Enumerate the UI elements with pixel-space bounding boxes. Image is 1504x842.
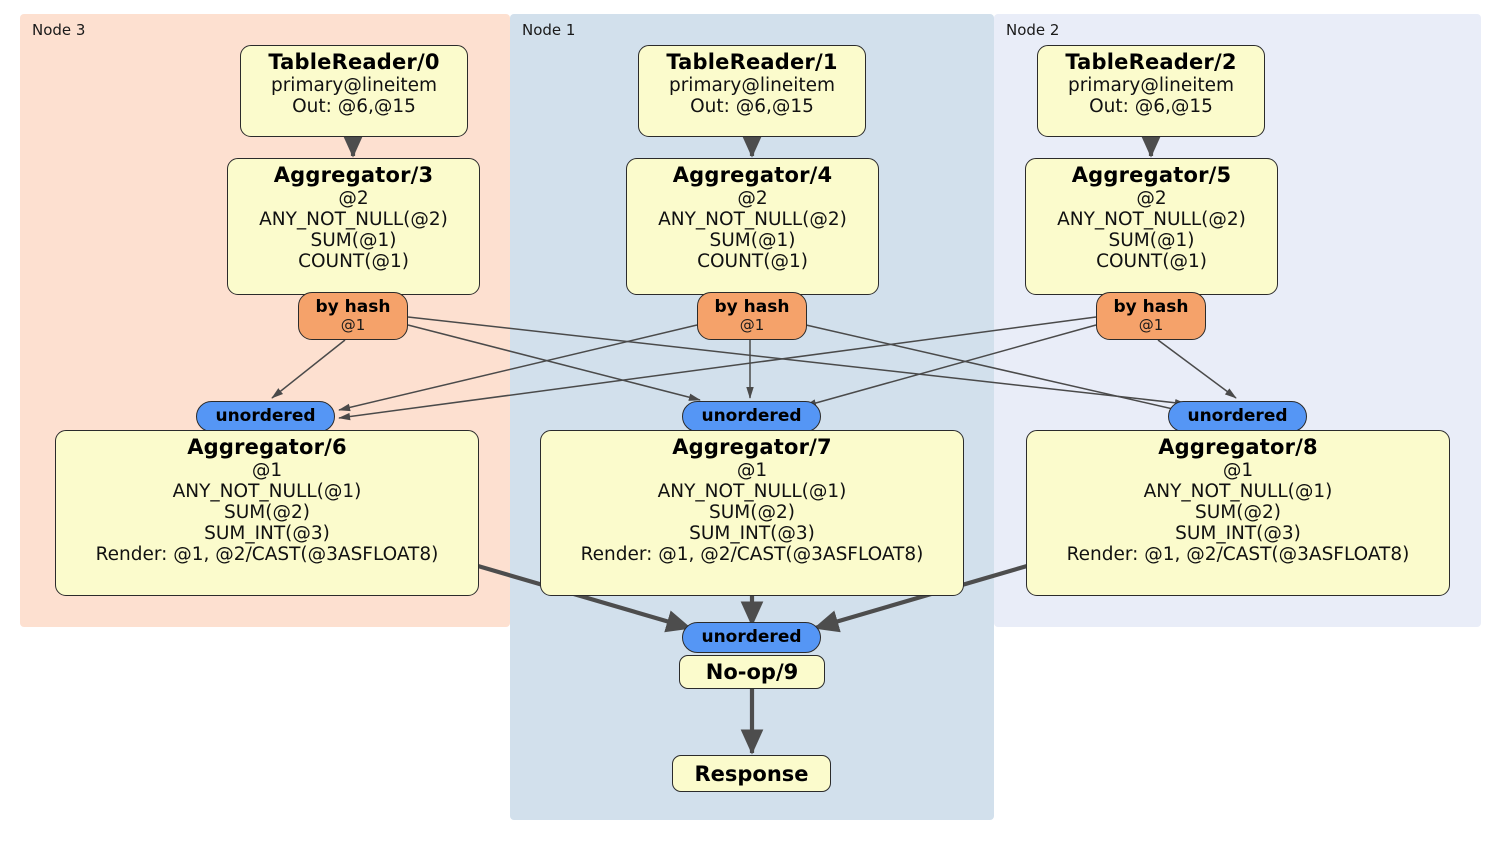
- processor-line: Out: @6,@15: [690, 96, 814, 118]
- processor-line: ANY_NOT_NULL(@1): [172, 481, 362, 503]
- processor-line: Out: @6,@15: [292, 96, 416, 118]
- input-synchronizer-unordered-mid[interactable]: unordered: [682, 401, 821, 432]
- processor-aggregator-3[interactable]: Aggregator/3 @2 ANY_NOT_NULL(@2) SUM(@1)…: [227, 158, 480, 295]
- processor-line: Render: @1, @2/CAST(@3ASFLOAT8): [95, 544, 439, 566]
- processor-line: primary@lineitem: [668, 74, 836, 96]
- processor-title: Aggregator/8: [1158, 435, 1318, 459]
- processor-title: No-op/9: [705, 660, 799, 684]
- processor-aggregator-8[interactable]: Aggregator/8 @1 ANY_NOT_NULL(@1) SUM(@2)…: [1026, 430, 1450, 596]
- processor-line: SUM(@1): [310, 230, 397, 252]
- badge-sublabel: @1: [1138, 316, 1164, 335]
- processor-title: Aggregator/6: [187, 435, 347, 459]
- processor-tablereader-2[interactable]: TableReader/2 primary@lineitem Out: @6,@…: [1037, 45, 1265, 137]
- processor-line: ANY_NOT_NULL(@2): [658, 209, 847, 231]
- badge-label: unordered: [215, 405, 316, 426]
- processor-line: SUM(@1): [1108, 230, 1195, 252]
- processor-line: @2: [737, 187, 768, 209]
- processor-response[interactable]: Response: [672, 755, 831, 792]
- node-region-label-node1: Node 1: [522, 21, 576, 39]
- processor-line: @2: [1136, 187, 1167, 209]
- processor-line: ANY_NOT_NULL(@1): [1143, 481, 1333, 503]
- badge-label: by hash: [1113, 297, 1189, 318]
- processor-line: COUNT(@1): [298, 251, 409, 273]
- badge-label: by hash: [714, 297, 790, 318]
- processor-line: COUNT(@1): [1096, 251, 1207, 273]
- badge-label: unordered: [701, 626, 802, 647]
- node-region-label-node2: Node 2: [1006, 21, 1060, 39]
- badge-label: unordered: [701, 405, 802, 426]
- processor-line: Render: @1, @2/CAST(@3ASFLOAT8): [580, 544, 924, 566]
- processor-line: Out: @6,@15: [1089, 96, 1213, 118]
- processor-line: @1: [251, 459, 283, 481]
- processor-aggregator-6[interactable]: Aggregator/6 @1 ANY_NOT_NULL(@1) SUM(@2)…: [55, 430, 479, 596]
- input-synchronizer-unordered-left[interactable]: unordered: [196, 401, 335, 432]
- output-router-by-hash-left[interactable]: by hash @1: [298, 292, 408, 340]
- input-synchronizer-unordered-right[interactable]: unordered: [1168, 401, 1307, 432]
- processor-line: ANY_NOT_NULL(@2): [259, 209, 448, 231]
- processor-line: COUNT(@1): [697, 251, 808, 273]
- badge-sublabel: @1: [739, 316, 765, 335]
- processor-title: TableReader/2: [1065, 50, 1237, 74]
- processor-line: Render: @1, @2/CAST(@3ASFLOAT8): [1066, 544, 1410, 566]
- processor-line: SUM_INT(@3): [1175, 523, 1301, 545]
- processor-noop-9[interactable]: No-op/9: [679, 655, 825, 689]
- processor-title: Aggregator/5: [1071, 163, 1232, 187]
- processor-title: Aggregator/7: [672, 435, 832, 459]
- input-synchronizer-unordered-final[interactable]: unordered: [682, 622, 821, 653]
- processor-line: SUM(@2): [709, 502, 795, 524]
- processor-title: TableReader/0: [268, 50, 440, 74]
- badge-sublabel: @1: [340, 316, 366, 335]
- processor-aggregator-7[interactable]: Aggregator/7 @1 ANY_NOT_NULL(@1) SUM(@2)…: [540, 430, 964, 596]
- processor-line: SUM_INT(@3): [689, 523, 815, 545]
- processor-title: Aggregator/3: [273, 163, 434, 187]
- processor-aggregator-4[interactable]: Aggregator/4 @2 ANY_NOT_NULL(@2) SUM(@1)…: [626, 158, 879, 295]
- processor-tablereader-1[interactable]: TableReader/1 primary@lineitem Out: @6,@…: [638, 45, 866, 137]
- node-region-label-node3: Node 3: [32, 21, 86, 39]
- processor-line: @1: [1222, 459, 1254, 481]
- processor-line: @2: [338, 187, 369, 209]
- processor-line: primary@lineitem: [270, 74, 438, 96]
- output-router-by-hash-mid[interactable]: by hash @1: [697, 292, 807, 340]
- processor-line: SUM(@1): [709, 230, 796, 252]
- processor-line: ANY_NOT_NULL(@1): [657, 481, 847, 503]
- processor-line: SUM(@2): [224, 502, 310, 524]
- processor-line: SUM(@2): [1195, 502, 1281, 524]
- processor-title: Aggregator/4: [672, 163, 833, 187]
- badge-label: by hash: [315, 297, 391, 318]
- processor-title: Response: [694, 761, 809, 786]
- processor-tablereader-0[interactable]: TableReader/0 primary@lineitem Out: @6,@…: [240, 45, 468, 137]
- badge-label: unordered: [1187, 405, 1288, 426]
- processor-line: primary@lineitem: [1067, 74, 1235, 96]
- output-router-by-hash-right[interactable]: by hash @1: [1096, 292, 1206, 340]
- processor-line: @1: [736, 459, 768, 481]
- processor-line: ANY_NOT_NULL(@2): [1057, 209, 1246, 231]
- processor-line: SUM_INT(@3): [204, 523, 330, 545]
- processor-aggregator-5[interactable]: Aggregator/5 @2 ANY_NOT_NULL(@2) SUM(@1)…: [1025, 158, 1278, 295]
- processor-title: TableReader/1: [666, 50, 838, 74]
